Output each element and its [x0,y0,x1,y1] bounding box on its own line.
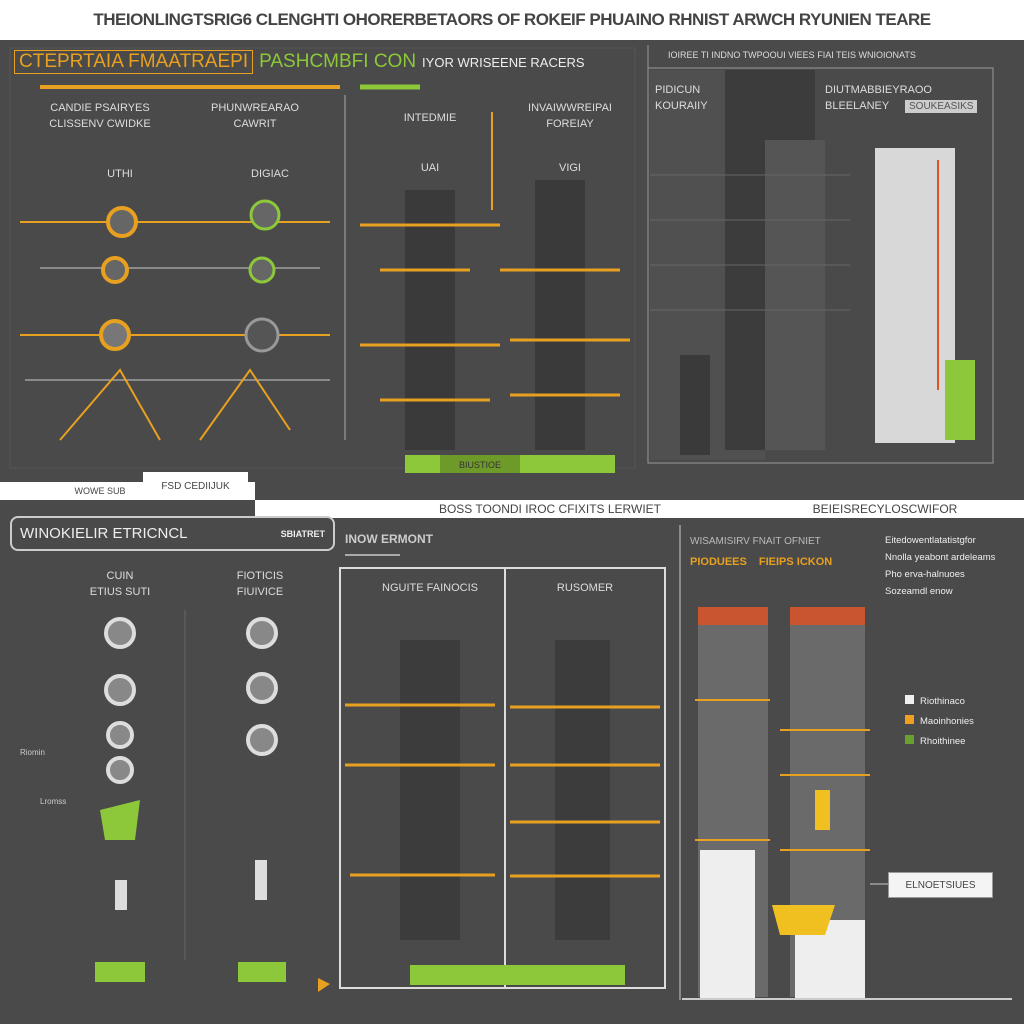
sub-label: UTHI [107,168,133,180]
legend-item: Rhoithinee [905,732,974,752]
top-header: CTEPRTAIA FMAATRAEPI PASHCMBFI CON IYOR … [14,50,585,74]
legend-item: Maoinhonies [905,712,974,732]
bottom-center-frame [339,554,666,989]
header-orange: CTEPRTAIA FMAATRAEPI [14,50,254,74]
base-label: BIUSTIOE [458,460,501,470]
strip-left: WOWE SUB [60,482,140,500]
top-right-panel [647,45,994,464]
callout-label: ELNOETSIUES [888,872,993,898]
sub-label: UAI [420,162,440,174]
right-badge: SOUKEASIKS [905,100,978,113]
side-label: Riomin [20,748,45,757]
badge: SBIATRET [280,528,325,539]
col3-label: NGUITE FAINOCIS [382,582,478,594]
top-center-towers [360,180,630,473]
sub-label: DIGIAC [251,168,289,180]
strip-tab[interactable]: FSD CEDIIJUK [161,480,230,492]
strip-center: BOSS TOONDI IROC CFIXITS LERWIET [438,502,662,516]
box-title: WINOKIELIR ETRICNCL [20,525,188,542]
top-left-mechanisms [20,199,330,441]
strip-right: BEIEISRECYLOSCWIFOR [812,502,958,516]
page-title: THEIONLINGTSRIG6 CLENGHTI OHORERBETAORS … [0,0,1024,40]
bottom-box: WINOKIELIR ETRICNCL SBIATRET [10,516,335,551]
section-title: INOW ERMONT [345,532,433,546]
header-green: PASHCMBFI CON [259,51,417,72]
right-header: IOIREE TI INDNO TWPOOUI VIEES FIAI TEIS … [668,50,916,60]
legend: Riothinaco Maoinhonies Rhoithinee [905,692,974,752]
header-white: IYOR WRISEENE RACERS [422,54,585,70]
right-title: WISAMISIRV FNAIT OFNIET [690,536,821,547]
col4-label: RUSOMER [556,582,614,594]
sub-label: VIGI [558,162,581,174]
col3-label: INTEDMIE [403,112,457,124]
legend-item: Riothinaco [905,692,974,712]
side-label: Lromss [40,797,67,806]
bottom-left-mechanisms [95,610,330,992]
top-left-frame [9,47,636,469]
bottom-right-columns [679,525,1012,1000]
